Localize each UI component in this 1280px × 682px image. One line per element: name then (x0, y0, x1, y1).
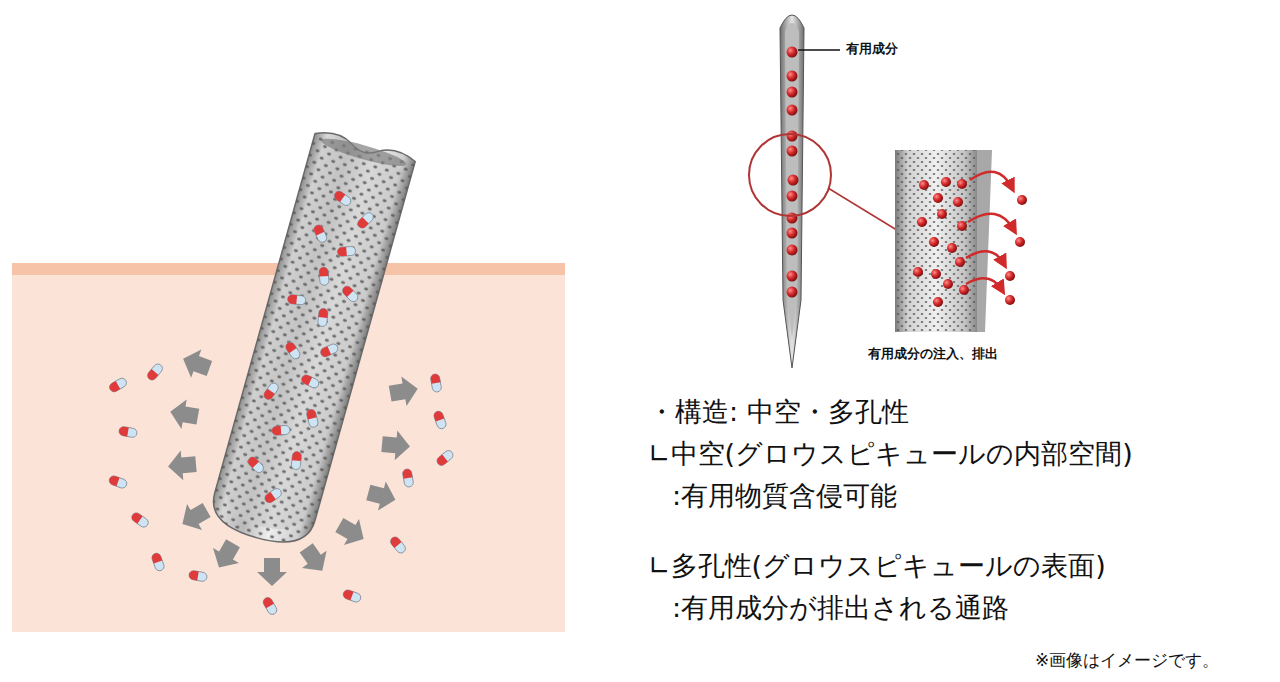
structure-heading: ・構造: 中空・多孔性 (648, 396, 909, 428)
structure-item: ∟多孔性(グロウスピキュールの表面) (648, 550, 1106, 582)
part-label: 有用成分 (846, 41, 898, 57)
image-note: ※画像はイメージです。 (1035, 650, 1219, 670)
structure-item: ∟中空(グロウスピキュールの内部空間) (648, 438, 1133, 470)
structure-note: :有用成分が排出される通路 (672, 592, 1009, 624)
zoom-caption: 有用成分の注入、排出 (868, 346, 998, 362)
structure-note: :有用物質含侵可能 (672, 480, 897, 512)
